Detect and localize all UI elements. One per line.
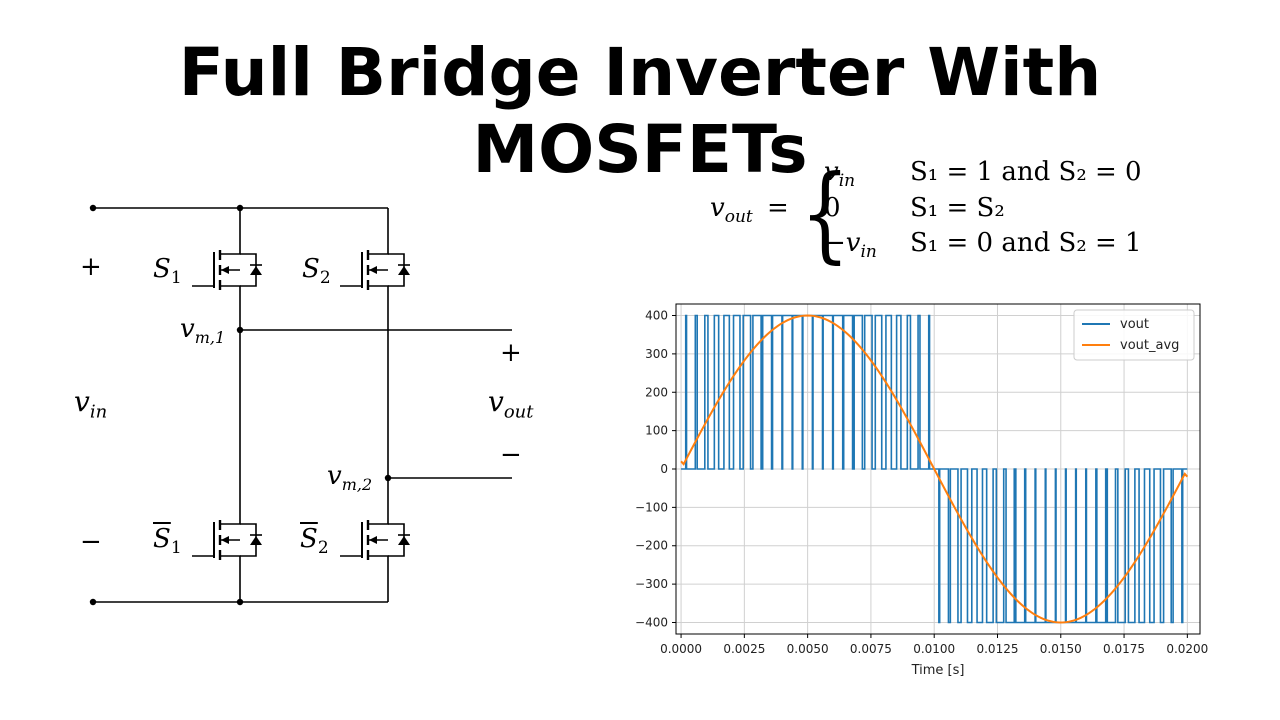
vm1-label: vm,1 bbox=[180, 314, 226, 348]
s1-bar-label: S1 bbox=[153, 524, 182, 559]
x-axis-label: Time [s] bbox=[911, 663, 965, 678]
x-tick-label: 0.0075 bbox=[850, 642, 892, 656]
mosfet-s1-bar bbox=[192, 518, 262, 562]
case-3-condition: S₁ = 0 and S₂ = 1 bbox=[910, 228, 1142, 258]
case-1-value: vin bbox=[824, 157, 856, 192]
equation-brace: { bbox=[800, 152, 850, 274]
y-tick-label: −400 bbox=[635, 615, 668, 629]
vin-label: vin bbox=[74, 385, 108, 423]
equation-lhs: vout = bbox=[710, 193, 789, 228]
plot-frame bbox=[675, 303, 1201, 635]
input-minus-sign: − bbox=[80, 527, 102, 557]
case-2-value: 0 bbox=[824, 193, 841, 223]
y-tick-label: 400 bbox=[645, 309, 668, 323]
series-line-vout_avg bbox=[680, 314, 1189, 624]
input-terminal-bottom bbox=[89, 598, 97, 606]
x-tick-label: 0.0000 bbox=[660, 642, 702, 656]
x-tick-label: 0.0025 bbox=[723, 642, 765, 656]
case-2-condition: S₁ = S₂ bbox=[910, 193, 1005, 223]
s1-label: S1 bbox=[153, 254, 182, 289]
vm2-label: vm,2 bbox=[327, 461, 373, 495]
output-minus-sign: − bbox=[500, 440, 522, 470]
x-tick-label: 0.0050 bbox=[787, 642, 829, 656]
node-vm2 bbox=[384, 474, 392, 482]
y-tick-label: −300 bbox=[635, 577, 668, 591]
x-tick-label: 0.0100 bbox=[913, 642, 955, 656]
y-tick-label: −200 bbox=[635, 539, 668, 553]
x-tick-label: 0.0175 bbox=[1103, 642, 1145, 656]
page-title: Full Bridge Inverter With MOSFETs bbox=[178, 34, 1102, 188]
mosfet-s2-bar bbox=[340, 518, 410, 562]
legend: vout vout_avg bbox=[1073, 309, 1195, 361]
full-bridge-circuit bbox=[89, 204, 512, 606]
output-plus-sign: + bbox=[500, 338, 522, 368]
s2-label: S2 bbox=[302, 254, 331, 289]
s2-bar-label: S2 bbox=[300, 524, 329, 559]
legend-label-vout_avg: vout_avg bbox=[1120, 338, 1179, 353]
input-terminal-top bbox=[89, 204, 97, 212]
y-tick-label: 300 bbox=[645, 347, 668, 361]
case-1-condition: S₁ = 1 and S₂ = 0 bbox=[910, 157, 1142, 187]
y-tick-label: 0 bbox=[660, 462, 668, 476]
legend-label-vout: vout bbox=[1120, 317, 1149, 332]
mosfet-s1 bbox=[192, 248, 262, 292]
node-vm1 bbox=[236, 326, 244, 334]
case-3-value: −vin bbox=[824, 228, 877, 263]
x-tick-label: 0.0150 bbox=[1040, 642, 1082, 656]
vout-chart: 0.0000 0.0025 0.0050 0.0075 0.0100 0.0125 0.01… bbox=[635, 303, 1208, 678]
y-tick-label: 100 bbox=[645, 424, 668, 438]
input-plus-sign: + bbox=[80, 252, 102, 282]
y-tick-label: 200 bbox=[645, 385, 668, 399]
y-tick-label: −100 bbox=[635, 500, 668, 514]
x-tick-label: 0.0125 bbox=[976, 642, 1018, 656]
vout-label: vout bbox=[488, 385, 534, 423]
mosfet-s2 bbox=[340, 248, 410, 292]
x-tick-label: 0.0200 bbox=[1166, 642, 1208, 656]
